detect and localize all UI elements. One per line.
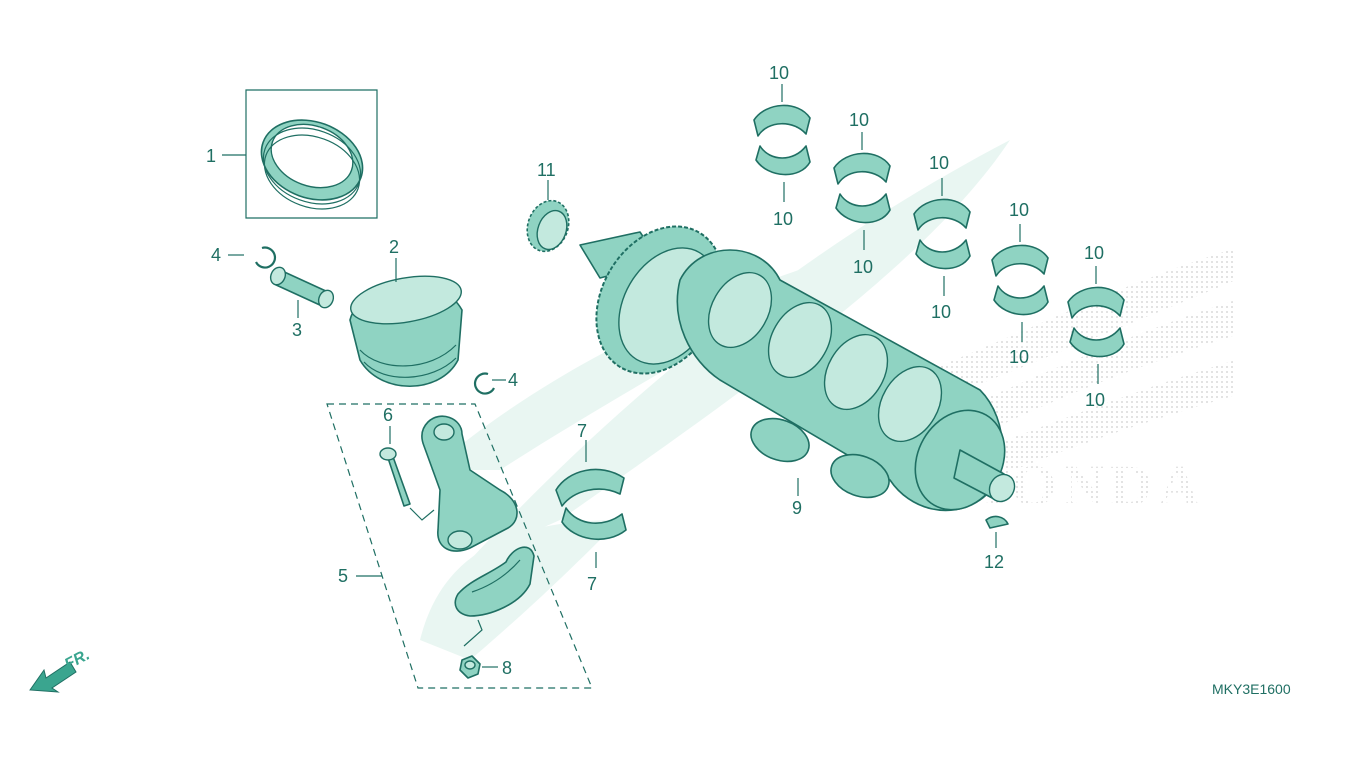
front-direction-marker: FR. — [29, 646, 93, 693]
callout-10-a[interactable]: 10 — [769, 63, 789, 83]
callout-10-g[interactable]: 10 — [1009, 200, 1029, 220]
callout-7-upper[interactable]: 7 — [577, 421, 587, 441]
piston-pin-clip-lower[interactable] — [473, 372, 506, 395]
piston[interactable] — [347, 258, 465, 388]
callout-10-e[interactable]: 10 — [929, 153, 949, 173]
callout-labels: 1 2 3 4 4 5 6 7 7 8 9 10 10 10 10 10 10 … — [206, 63, 1105, 678]
callout-1[interactable]: 1 — [206, 146, 216, 166]
callout-3[interactable]: 3 — [292, 320, 302, 340]
main-bearing-pair-2[interactable] — [833, 132, 891, 250]
piston-rings[interactable] — [222, 89, 378, 222]
callout-12[interactable]: 12 — [984, 552, 1004, 572]
piston-pin-clip-upper[interactable] — [228, 246, 277, 269]
connecting-rod-bearing[interactable] — [555, 440, 627, 568]
main-bearing-pair-5[interactable] — [1067, 266, 1125, 384]
callout-10-f[interactable]: 10 — [931, 302, 951, 322]
main-bearing-pair-3[interactable] — [913, 178, 971, 296]
callout-10-c[interactable]: 10 — [849, 110, 869, 130]
callout-7-lower[interactable]: 7 — [587, 574, 597, 594]
piston-pin[interactable] — [268, 265, 336, 318]
primary-drive-gear[interactable] — [520, 180, 575, 257]
callout-10-b[interactable]: 10 — [773, 209, 793, 229]
callout-2[interactable]: 2 — [389, 237, 399, 257]
woodruff-key[interactable] — [985, 515, 1009, 548]
callout-9[interactable]: 9 — [792, 498, 802, 518]
diagram-code: MKY3E1600 — [1212, 681, 1291, 697]
callout-11[interactable]: 11 — [537, 160, 556, 180]
callout-10-d[interactable]: 10 — [853, 257, 873, 277]
connecting-rod-assembly[interactable] — [326, 403, 593, 689]
callout-10-i[interactable]: 10 — [1084, 243, 1104, 263]
callout-10-j[interactable]: 10 — [1085, 390, 1105, 410]
main-bearing-pair-4[interactable] — [991, 224, 1049, 342]
callout-10-h[interactable]: 10 — [1009, 347, 1029, 367]
crankshaft[interactable] — [571, 203, 1023, 526]
callout-5[interactable]: 5 — [338, 566, 348, 586]
main-journal-bearings[interactable] — [753, 84, 1125, 384]
callout-4-lower[interactable]: 4 — [508, 370, 518, 390]
main-bearing-pair-1[interactable] — [753, 84, 811, 202]
front-arrow-icon — [29, 661, 77, 693]
callout-6[interactable]: 6 — [383, 405, 393, 425]
callout-8[interactable]: 8 — [502, 658, 512, 678]
callout-4-upper[interactable]: 4 — [211, 245, 221, 265]
